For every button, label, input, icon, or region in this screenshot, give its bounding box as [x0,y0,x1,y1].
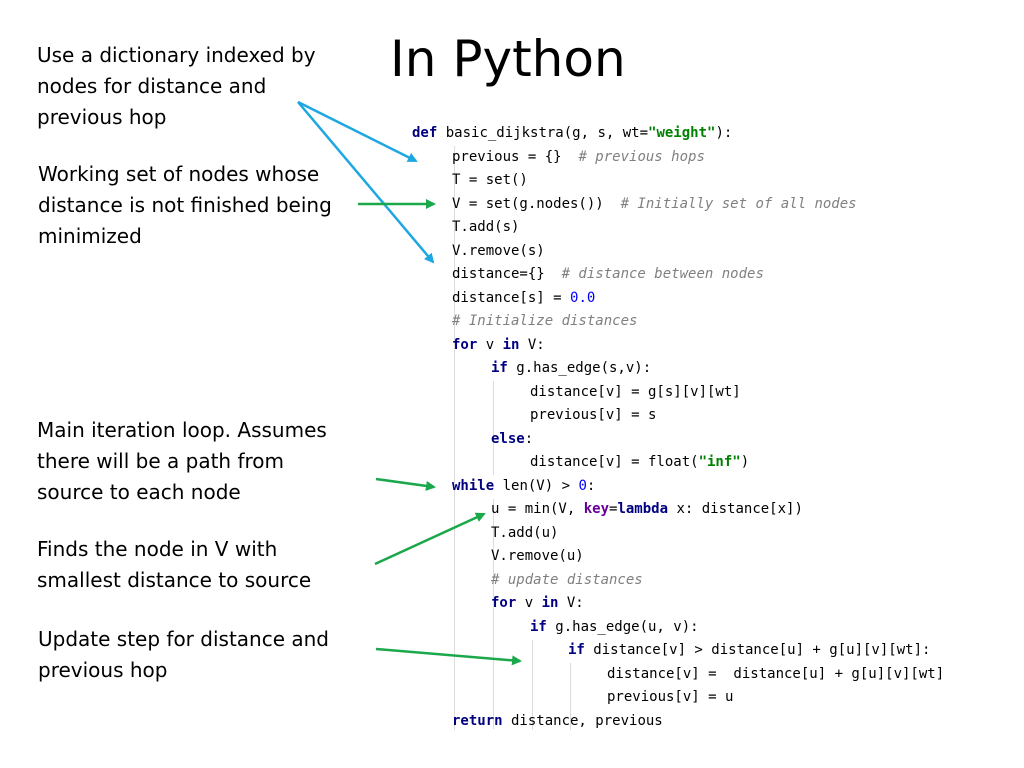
code-comment: # distance between nodes [561,266,764,282]
code-token: basic_dijkstra(g, s, wt= [437,125,649,141]
code-token: u = min(V, [491,501,584,517]
code-keyword: while [452,477,495,494]
arrow-to-min-node [374,512,486,566]
code-line: T.add(u) [491,524,559,541]
code-comment: # Initialize distances [452,313,638,329]
code-token: distance[s] = [452,289,571,306]
code-line: for v in V: [452,334,545,358]
code-token: V: [519,336,545,353]
code-line: previous[v] = s [530,407,657,423]
indent-guide [532,640,533,730]
code-token: previous = {} [452,148,579,165]
arrow-to-main-loop [375,477,436,491]
code-keyword: if [530,618,547,635]
code-token: distance[v] = float( [530,454,699,470]
indent-guide [454,146,455,730]
code-token: v [516,595,542,611]
code-line: return distance, previous [452,710,663,734]
code-line: # Initialize distances [452,310,637,334]
code-token: distance, previous [502,712,663,729]
code-token: V: [558,595,584,611]
code-line: # update distances [491,569,643,593]
code-keyword: in [541,595,559,611]
code-token: distance[v] > distance[u] + g[u][v][wt]: [584,642,931,658]
code-keyword: for [452,336,478,353]
note-finds-node: Finds the node in V with smallest distan… [37,537,312,592]
code-line: distance[s] = 0.0 [452,287,595,311]
code-line: else: [491,428,533,452]
arrow-to-update-step [375,647,522,666]
code-line: T.add(s) [452,219,520,235]
code-token: "weight" [648,125,716,141]
code-line: previous[v] = u [607,689,734,705]
code-comment: # previous hops [578,148,705,165]
code-line: distance={} # distance between nodes [452,263,764,287]
code-keyword: for [491,595,517,611]
code-line: V.remove(u) [491,548,584,564]
code-comment: # Initially set of all nodes [620,195,857,212]
code-token: distance={} [452,266,562,282]
code-token: : [524,430,534,447]
slide-title: In Python [390,30,626,88]
code-number: 0 [578,477,587,494]
code-number: 0.0 [570,289,596,306]
code-keyword: lambda [617,501,669,517]
code-token: = [609,501,618,517]
code-token: g.has_edge(u, v): [546,618,699,635]
code-line: distance[v] = float("inf") [530,451,749,475]
code-line: if g.has_edge(u, v): [530,616,699,640]
code-token: x: distance[x]) [668,501,803,517]
code-line: V.remove(s) [452,242,545,259]
code-comment: # update distances [491,571,643,588]
code-keyword: key [583,501,610,517]
arrow-to-previous [297,100,418,163]
code-token: len(V) > [494,477,579,494]
code-keyword: return [452,712,503,729]
note-dictionary: Use a dictionary indexed by nodes for di… [37,43,316,129]
code-line: distance[v] = g[s][v][wt] [530,383,741,400]
code-line: V = set(g.nodes()) # Initially set of al… [452,193,857,217]
code-token: : [586,477,596,494]
code-line: u = min(V, key=lambda x: distance[x]) [491,498,803,522]
indent-guide [570,663,571,730]
code-line: def basic_dijkstra(g, s, wt="weight"): [412,122,732,146]
code-string: "inf" [698,454,741,470]
code-token: ) [740,454,750,470]
note-working-set: Working set of nodes whose distance is n… [38,162,332,248]
indent-guide [493,499,494,729]
code-keyword: else [491,430,525,447]
code-line: while len(V) > 0: [452,475,595,499]
code-line: T = set() [452,172,528,188]
code-keyword: if [568,642,585,658]
code-keyword: if [491,360,508,376]
code-line: distance[v] = distance[u] + g[u][v][wt] [607,665,945,682]
note-update-step: Update step for distance and previous ho… [38,627,329,682]
code-token: ): [715,125,733,141]
code-keyword: in [502,336,520,353]
code-token: def [412,125,438,141]
code-line: previous = {} # previous hops [452,146,705,170]
arrow-to-distance [297,101,435,264]
code-token: g.has_edge(s,v): [507,360,652,376]
indent-guide [493,381,494,475]
code-token: v [477,336,503,353]
note-main-loop: Main iteration loop. Assumes there will … [37,418,327,504]
code-line: if distance[v] > distance[u] + g[u][v][w… [568,639,930,663]
code-line: for v in V: [491,592,584,616]
code-token: V = set(g.nodes()) [452,195,621,212]
code-line: if g.has_edge(s,v): [491,357,651,381]
